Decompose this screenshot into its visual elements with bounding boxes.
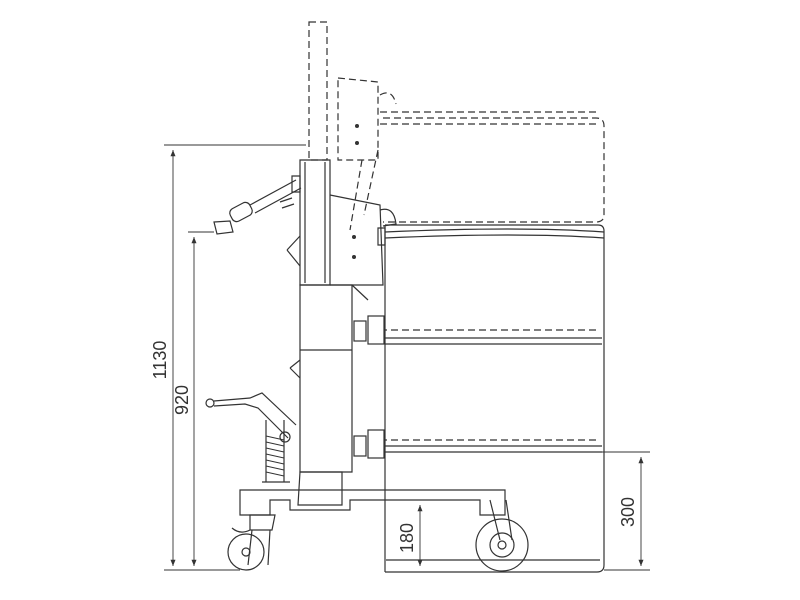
rear-swivel-caster: [227, 514, 276, 571]
dimension-label-1130: 1130: [150, 341, 170, 380]
dimension-300: 300: [600, 451, 650, 571]
dimension-label-920: 920: [172, 385, 192, 415]
mast-column: [286, 159, 353, 506]
dimension-920: 920: [172, 231, 214, 566]
chassis: [239, 489, 506, 516]
drum-raised-position: [337, 77, 605, 231]
push-handle: [213, 175, 302, 235]
dimension-1130: 1130: [150, 144, 306, 571]
dimension-label-300: 300: [618, 497, 638, 527]
mast-raised-position: [308, 21, 328, 161]
clamp-head: [329, 194, 397, 301]
dimension-180: 180: [397, 499, 430, 566]
foot-pedal-spring: [205, 392, 297, 483]
drum: [380, 224, 605, 573]
front-wheel: [475, 499, 529, 572]
dimension-label-180: 180: [397, 523, 417, 553]
drum-clamp-brackets: [353, 315, 385, 459]
